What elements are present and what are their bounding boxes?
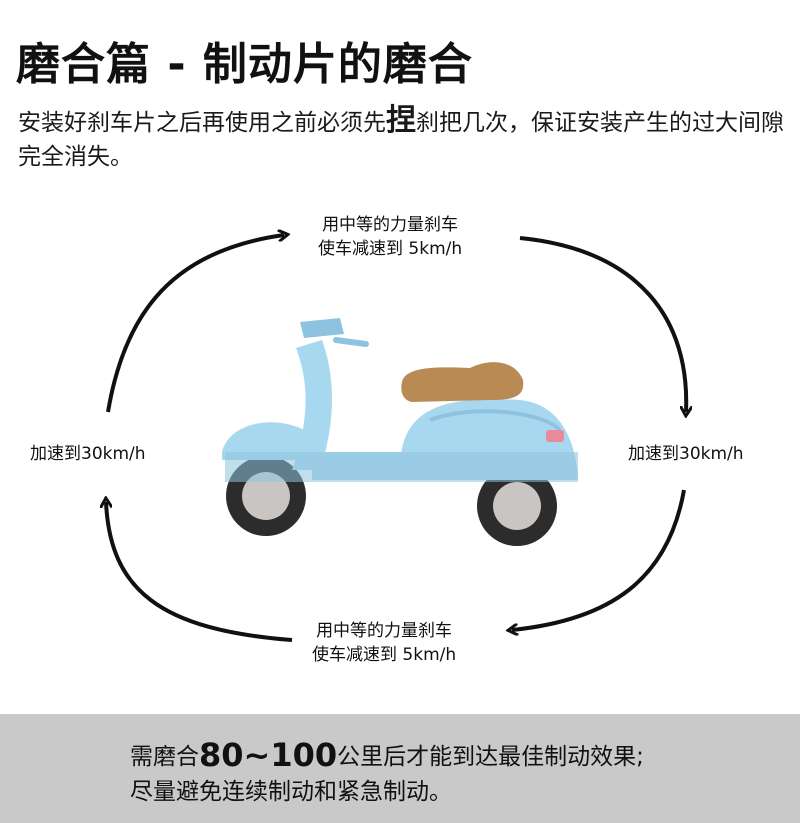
intro-paragraph: 安装好刹车片之后再使用之前必须先捏刹把几次，保证安装产生的过大间隙完全消失。	[18, 104, 788, 174]
label-bottom-brake: 用中等的力量刹车 使车减速到 5km/h	[312, 619, 456, 667]
intro-text-after: 刹把几次，保证安装产生的过大间隙完全消失。	[18, 110, 784, 170]
label-top-brake: 用中等的力量刹车 使车减速到 5km/h	[318, 213, 462, 261]
label-top-line1: 用中等的力量刹车	[322, 215, 459, 235]
label-bottom-line1: 用中等的力量刹车	[316, 621, 453, 641]
intro-text-before: 安装好刹车片之后再使用之前必须先	[18, 110, 386, 136]
footer-prefix: 需磨合	[130, 744, 199, 770]
scooter-illustration	[222, 318, 578, 546]
footer-highlight: 80~100	[199, 736, 338, 774]
arrow-top-right	[519, 236, 686, 412]
footer-note: 需磨合80~100公里后才能到达最佳制动效果; 尽量避免连续制动和紧急制动。	[0, 714, 800, 823]
footer-line1: 需磨合80~100公里后才能到达最佳制动效果;	[130, 736, 644, 774]
page-title: 磨合篇 - 制动片的磨合	[16, 39, 473, 90]
label-top-line2: 使车减速到 5km/h	[318, 239, 463, 259]
label-bottom-line2: 使车减速到 5km/h	[312, 645, 457, 665]
break-in-cycle-diagram: 用中等的力量刹车 使车减速到 5km/h 加速到30km/h 用中等的力量刹车 …	[0, 190, 800, 710]
intro-emphasis: 捏	[386, 103, 416, 138]
arrow-top-left	[106, 235, 284, 413]
arrow-bottom-left	[106, 502, 293, 642]
label-right-accelerate: 加速到30km/h	[628, 444, 744, 464]
footer-suffix: 公里后才能到达最佳制动效果;	[337, 744, 644, 770]
arrow-bottom-right	[512, 489, 686, 630]
footer-line2: 尽量避免连续制动和紧急制动。	[130, 779, 452, 805]
label-left-accelerate: 加速到30km/h	[30, 444, 146, 464]
cycle-arrows	[0, 190, 800, 642]
